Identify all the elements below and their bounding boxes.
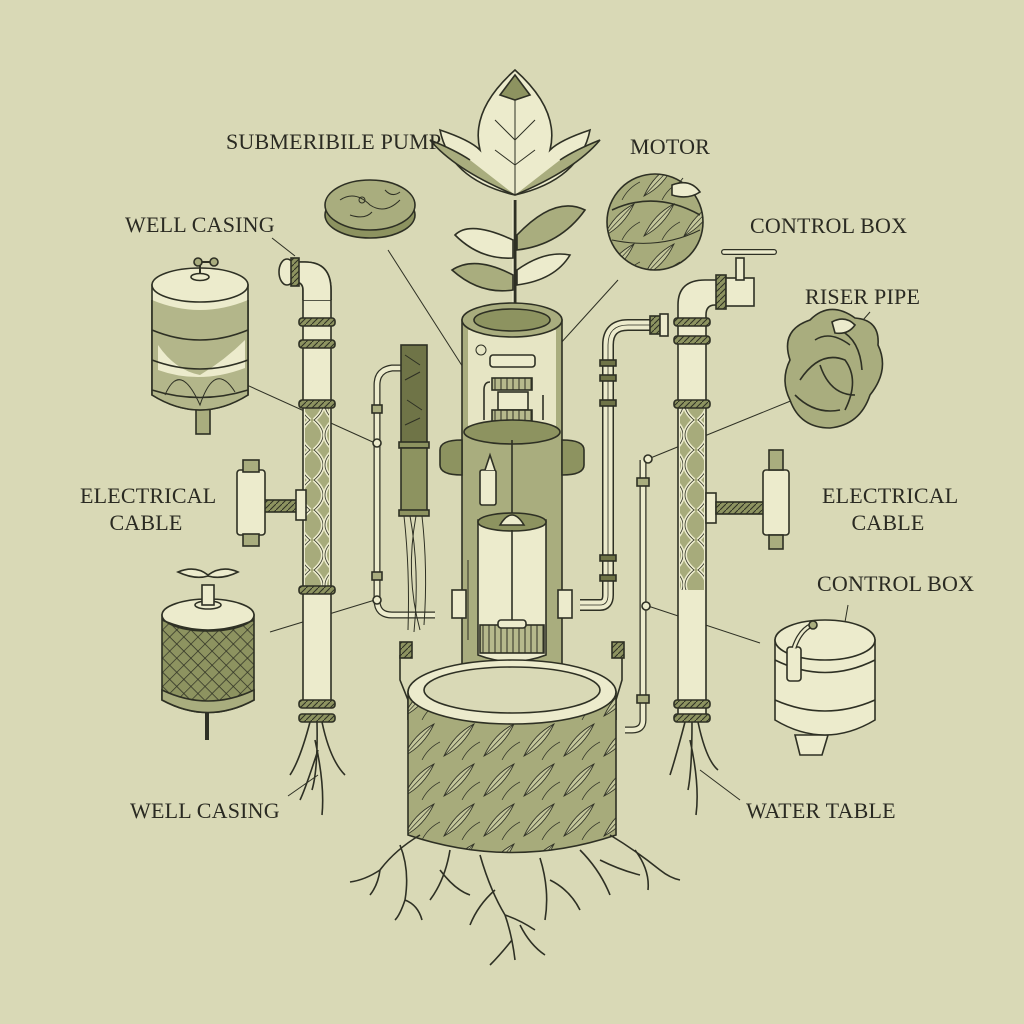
label-control-box-bottom: CONTROL BOX (817, 571, 975, 596)
well-casing-pipe-left (278, 257, 346, 816)
pressure-tank-right (774, 619, 876, 756)
label-electrical-cable-right: ELECTRICAL CABLE (822, 482, 959, 536)
label-well-casing-bottom: WELL CASING (130, 798, 280, 823)
leaf-tank-left (151, 257, 249, 435)
label-line-2: CABLE (851, 510, 925, 535)
label-line-1: ELECTRICAL (822, 483, 959, 508)
central-pump-cylinder (439, 302, 585, 716)
label-motor: MOTOR (630, 134, 711, 159)
label-electrical-cable-left: ELECTRICAL CABLE (80, 482, 217, 536)
cabbage-globe-right (784, 308, 884, 429)
inline-fitting-left (236, 459, 307, 547)
oval-pump-disc (324, 179, 416, 239)
flower-bud-top (429, 68, 601, 320)
label-control-box-top: CONTROL BOX (750, 213, 908, 238)
cable-conduit-left (371, 344, 435, 633)
label-line-1: ELECTRICAL (80, 483, 217, 508)
label-riser-pipe: RISER PIPE (805, 284, 921, 309)
bent-cable-right (580, 313, 669, 734)
leafy-sphere-motor (606, 173, 704, 271)
label-line-2: CABLE (109, 510, 183, 535)
riser-pipe-right (669, 249, 777, 816)
label-well-casing-top: WELL CASING (125, 212, 275, 237)
mesh-filter-tank-left (161, 568, 255, 740)
label-submersible-pump: SUBMERIBILE PUMP (226, 129, 442, 154)
root-base-drum (349, 641, 681, 966)
inline-fitting-right (715, 449, 790, 550)
label-water-table: WATER TABLE (746, 798, 896, 823)
